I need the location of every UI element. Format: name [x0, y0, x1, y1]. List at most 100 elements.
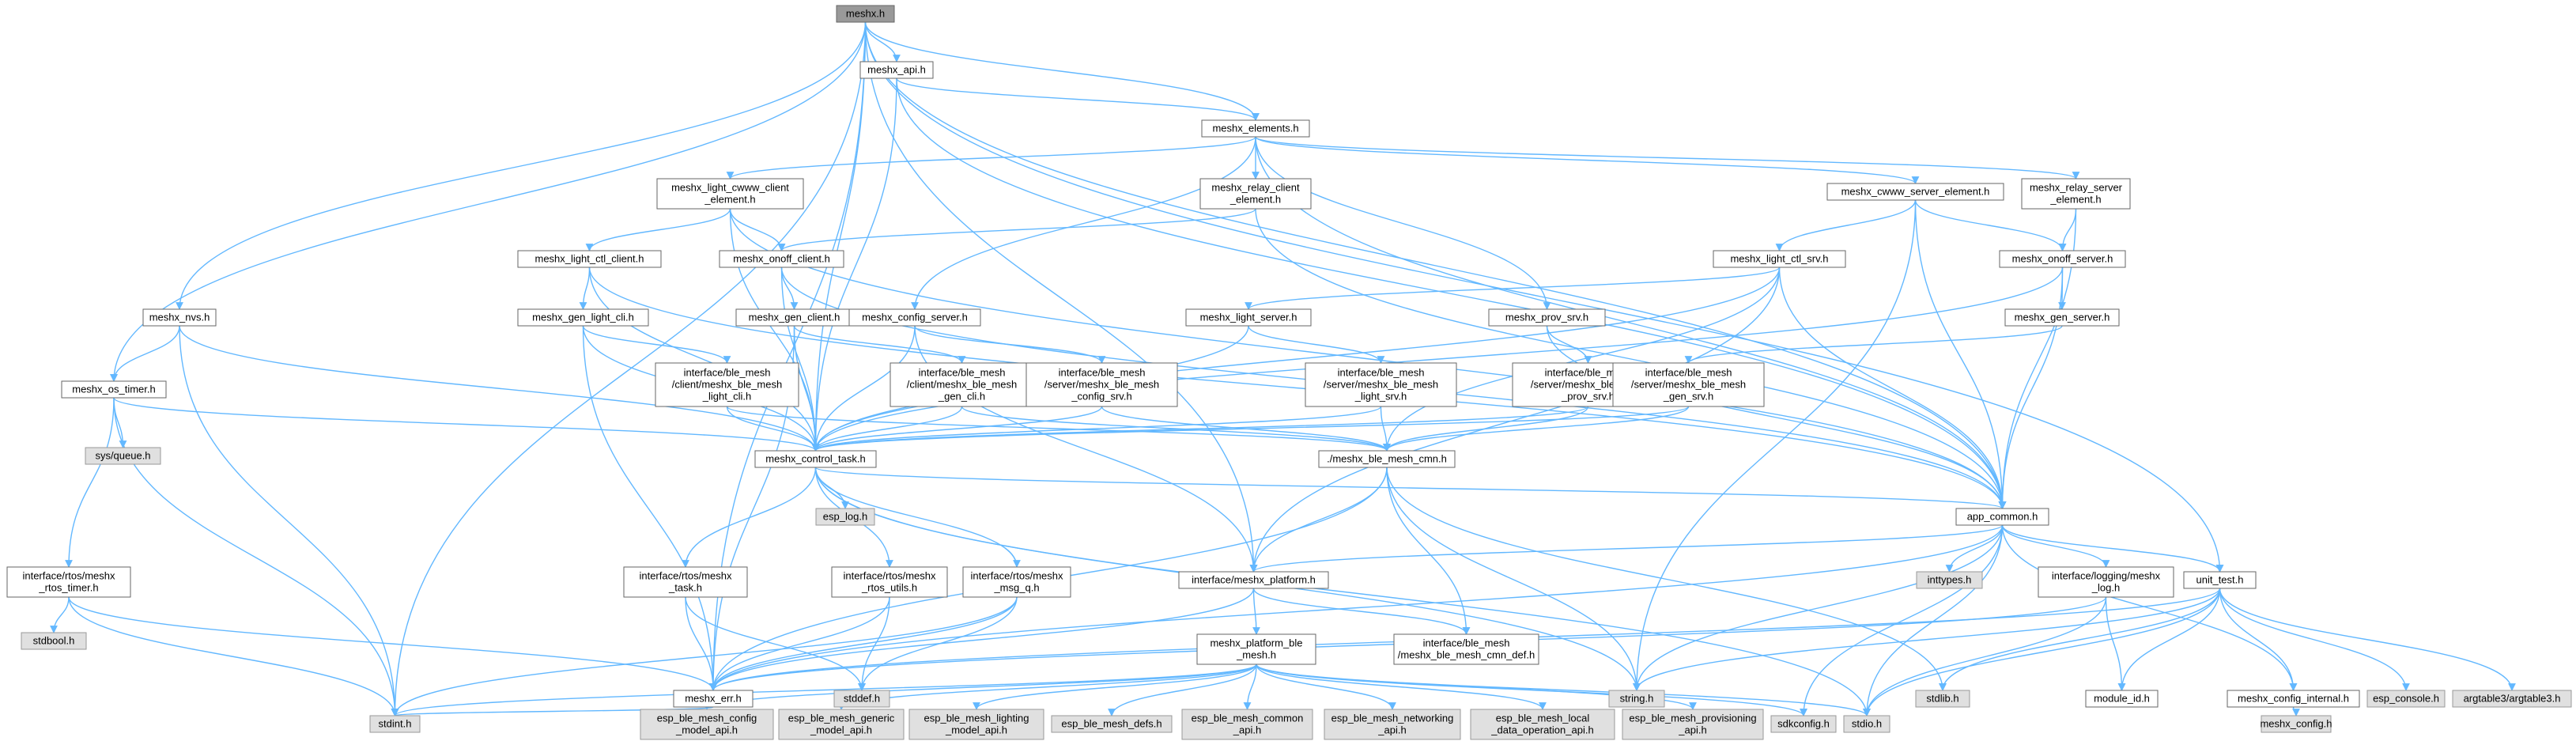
node-box — [962, 566, 1071, 598]
edge-platform_ble_mesh-to-esp_gen_model — [837, 663, 1257, 710]
node-box — [2227, 690, 2360, 708]
node-box — [1324, 709, 1461, 740]
edge-ble_prov_srv-to-control_task — [811, 406, 1589, 452]
node-nvs[interactable]: meshx_nvs.h — [142, 308, 217, 327]
node-stddef: stddef.h — [833, 690, 890, 708]
node-esp-gen-model: esp_ble_mesh_generic_model_api.h — [778, 709, 905, 740]
edge-unit_test-to-argtable3 — [2219, 588, 2516, 691]
node-label: ./meshx_ble_mesh_cmn.h — [1327, 453, 1447, 465]
edge-app_common-to-config_internal — [2001, 524, 2298, 691]
node-msg-q[interactable]: interface/rtos/meshx_msg_q.h — [962, 566, 1071, 598]
node-ble-mesh-cmn[interactable]: ./meshx_ble_mesh_cmn.h — [1318, 450, 1456, 468]
node-onoff-client[interactable]: meshx_onoff_client.h — [719, 250, 844, 268]
node-label: interface/rtos/meshx — [970, 570, 1063, 582]
node-meshx-h[interactable]: meshx.h — [836, 5, 895, 23]
node-light-server[interactable]: meshx_light_server.h — [1185, 308, 1312, 327]
node-ble-light-cli[interactable]: interface/ble_mesh/client/meshx_ble_mesh… — [655, 362, 799, 407]
node-box — [21, 632, 87, 650]
node-platform-ble-mesh[interactable]: meshx_platform_ble_mesh.h — [1196, 633, 1316, 665]
node-box — [1843, 715, 1890, 733]
edge-meshx_h-to-unit_test — [864, 21, 2224, 573]
edge-ble_gen_cli-to-ble_mesh_cmn — [961, 406, 1391, 452]
node-label: interface/logging/meshx — [2052, 570, 2161, 582]
node-label: meshx_relay_server — [2030, 182, 2123, 194]
node-label: argtable3/argtable3.h — [2464, 693, 2561, 705]
node-meshx-elements-h[interactable]: meshx_elements.h — [1201, 119, 1310, 138]
node-label: interface/rtos/meshx — [22, 570, 115, 582]
node-box — [2021, 178, 2131, 210]
node-config-server[interactable]: meshx_config_server.h — [848, 308, 981, 327]
edge-ble_gen_srv-to-ble_mesh_cmn — [1383, 406, 1690, 452]
node-light-ctl-srv[interactable]: meshx_light_ctl_srv.h — [1713, 250, 1846, 268]
node-label: /server/meshx_ble_mesh — [1044, 379, 1159, 391]
node-cwww-server[interactable]: meshx_cwww_server_element.h — [1826, 183, 2004, 201]
node-box — [836, 5, 895, 23]
node-ble-gen-srv[interactable]: interface/ble_mesh/server/meshx_ble_mesh… — [1612, 362, 1765, 407]
node-app-common[interactable]: app_common.h — [1955, 508, 2049, 526]
node-ble-light-srv[interactable]: interface/ble_mesh/server/meshx_ble_mesh… — [1305, 362, 1457, 407]
node-gen-client[interactable]: meshx_gen_client.h — [735, 308, 853, 327]
node-unit-test[interactable]: unit_test.h — [2183, 571, 2257, 589]
node-relay-client[interactable]: meshx_relay_client_element.h — [1199, 178, 1312, 210]
node-inttypes: inttypes.h — [1916, 571, 1983, 589]
node-label: meshx_elements.h — [1212, 123, 1298, 134]
node-label: _model_api.h — [675, 724, 738, 736]
edge-rtos_utils-to-meshx_err — [709, 596, 890, 691]
node-box — [640, 709, 774, 740]
node-meshx-api-h[interactable]: meshx_api.h — [859, 61, 934, 79]
node-os-timer[interactable]: meshx_os_timer.h — [61, 380, 167, 399]
edge-meshx_h-to-app_common — [864, 21, 2007, 509]
node-label: meshx_gen_client.h — [749, 312, 840, 323]
node-rtos-task[interactable]: interface/rtos/meshx_task.h — [623, 566, 748, 598]
node-meshx-err[interactable]: meshx_err.h — [673, 690, 754, 708]
edge-cwww_server-to-string_h — [1633, 199, 1917, 691]
node-logging-log[interactable]: interface/logging/meshx_log.h — [2038, 566, 2174, 598]
node-config-internal[interactable]: meshx_config_internal.h — [2227, 690, 2360, 708]
node-platform-h[interactable]: interface/meshx_platform.h — [1178, 571, 1329, 589]
edge-onoff_server-to-app_common — [1998, 267, 2064, 509]
node-box — [815, 508, 875, 526]
node-rtos-utils[interactable]: interface/rtos/meshx_rtos_utils.h — [831, 566, 948, 598]
node-label: _element.h — [704, 194, 755, 206]
node-label: stdbool.h — [33, 635, 75, 647]
node-box — [85, 447, 161, 465]
node-box — [1612, 362, 1765, 407]
node-label: meshx_control_task.h — [765, 453, 865, 465]
edge-platform_ble_mesh-to-esp_light_model — [973, 663, 1257, 710]
edge-meshx_elements_h-to-light_cwww_client — [726, 136, 1256, 180]
node-gen-light-cli[interactable]: meshx_gen_light_cli.h — [517, 308, 649, 327]
node-box — [517, 250, 662, 268]
node-gen-server[interactable]: meshx_gen_server.h — [2004, 308, 2120, 327]
node-box — [1305, 362, 1457, 407]
edge-ble_mesh_cmn-to-ble_cmn_def — [1386, 467, 1471, 635]
node-ble-gen-cli[interactable]: interface/ble_mesh/client/meshx_ble_mesh… — [890, 362, 1034, 407]
node-box — [1999, 250, 2126, 268]
edge-nvs-to-os_timer — [110, 325, 180, 382]
node-ble-config-srv[interactable]: interface/ble_mesh/server/meshx_ble_mesh… — [1025, 362, 1178, 407]
edge-cwww_server-to-light_ctl_srv — [1775, 199, 1917, 251]
node-control-task[interactable]: meshx_control_task.h — [754, 450, 877, 468]
node-prov-srv[interactable]: meshx_prov_srv.h — [1488, 308, 1606, 327]
edge-unit_test-to-stdio — [1863, 588, 2221, 716]
node-sys-queue: sys/queue.h — [85, 447, 161, 465]
node-relay-server[interactable]: meshx_relay_server_element.h — [2021, 178, 2131, 210]
node-label: meshx_onoff_client.h — [733, 253, 830, 265]
node-onoff-server[interactable]: meshx_onoff_server.h — [1999, 250, 2126, 268]
node-module-id[interactable]: module_id.h — [2085, 690, 2159, 708]
edge-platform_h-to-meshx_err — [709, 588, 1255, 691]
node-label: interface/meshx_platform.h — [1192, 574, 1316, 586]
node-box — [890, 362, 1034, 407]
edge-light_ctl_srv-to-app_common — [1778, 267, 2007, 509]
node-esp-prov-api: esp_ble_mesh_provisioning_api.h — [1622, 709, 1764, 740]
edge-light_cwww_client-to-app_common — [729, 208, 2007, 509]
node-light-ctl-client[interactable]: meshx_light_ctl_client.h — [517, 250, 662, 268]
node-ble-cmn-def[interactable]: interface/ble_mesh/meshx_ble_mesh_cmn_de… — [1393, 633, 1539, 665]
edge-light_server-to-ble_light_srv — [1248, 325, 1385, 364]
node-light-cwww-client[interactable]: meshx_light_cwww_client_element.h — [656, 178, 804, 210]
edge-app_common-to-logging_log — [2001, 524, 2110, 568]
node-meshx-config-h: meshx_config.h — [2260, 715, 2332, 733]
edge-unit_test-to-esp_console — [2219, 588, 2410, 691]
node-box — [1622, 709, 1764, 740]
edge-ble_gen_srv-to-control_task — [811, 406, 1690, 452]
node-rtos-timer[interactable]: interface/rtos/meshx_rtos_timer.h — [6, 566, 131, 598]
